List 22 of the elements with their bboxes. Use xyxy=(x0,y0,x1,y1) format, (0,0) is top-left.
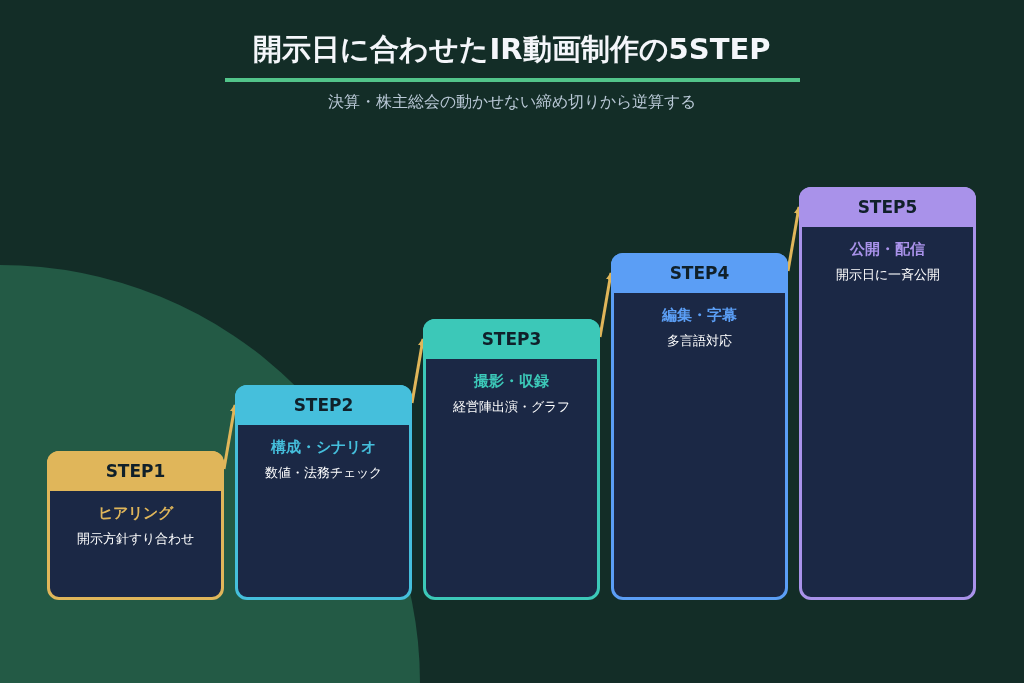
step-header: STEP2 xyxy=(235,385,412,425)
step-header: STEP1 xyxy=(47,451,224,491)
step-heading: 公開・配信 xyxy=(848,240,926,259)
step-card xyxy=(799,187,976,600)
step-description: 経営陣出演・グラフ xyxy=(452,398,571,416)
subtitle: 決算・株主総会の動かせない締め切りから逆算する xyxy=(327,92,697,113)
step-heading: 撮影・収録 xyxy=(473,372,550,391)
step-description: 開示日に一斉公開 xyxy=(834,266,941,284)
step-header: STEP3 xyxy=(423,319,600,359)
step-header: STEP4 xyxy=(611,253,788,293)
step-card xyxy=(235,385,412,600)
step-card xyxy=(47,451,224,600)
step-header: STEP5 xyxy=(799,187,976,227)
step-description: 開示方針すり合わせ xyxy=(76,530,195,548)
step-description: 数値・法務チェック xyxy=(264,464,383,482)
step-card xyxy=(423,319,600,600)
step-heading: ヒアリング xyxy=(97,504,175,523)
step-card xyxy=(611,253,788,600)
step-description: 多言語対応 xyxy=(666,332,733,350)
step-heading: 構成・シナリオ xyxy=(270,438,377,457)
step-heading: 編集・字幕 xyxy=(660,306,738,325)
title: 開示日に合わせたIR動画制作の5STEP xyxy=(252,31,772,68)
